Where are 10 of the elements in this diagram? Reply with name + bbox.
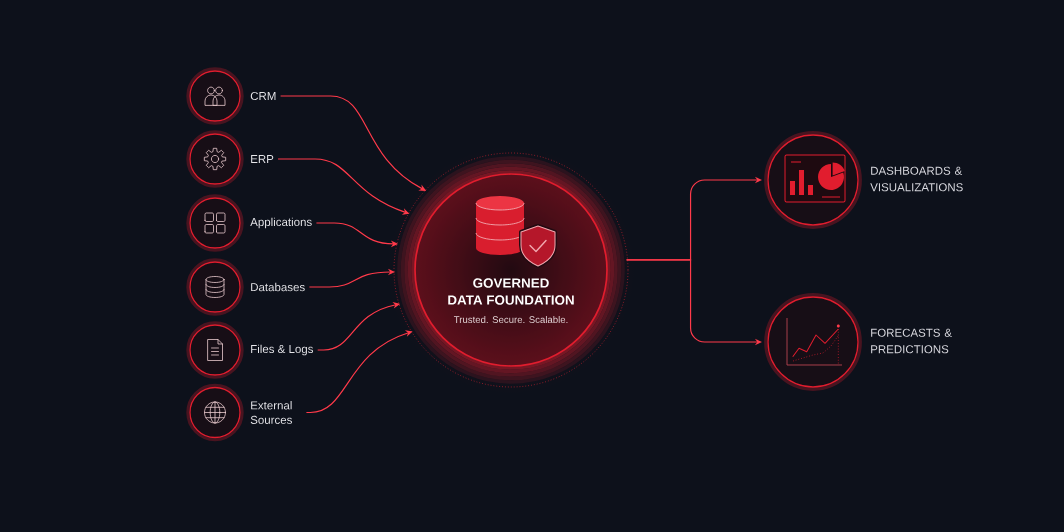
source-label: Databases [251, 282, 305, 292]
hub-title: GOVERNED DATA FOUNDATION [448, 278, 574, 305]
output-label: DASHBOARDS & VISUALIZATIONS [870, 166, 963, 192]
tagline: Trusted. Secure. Scalable. [453, 316, 568, 323]
source-label: CRM [250, 91, 276, 101]
output-label: FORECASTS & PREDICTIONS [871, 328, 952, 354]
source-label: ERP [251, 155, 274, 163]
source-label: Files & Logs [251, 344, 314, 356]
source-label: Applications [250, 217, 312, 229]
source-label: External Sources [250, 401, 292, 424]
